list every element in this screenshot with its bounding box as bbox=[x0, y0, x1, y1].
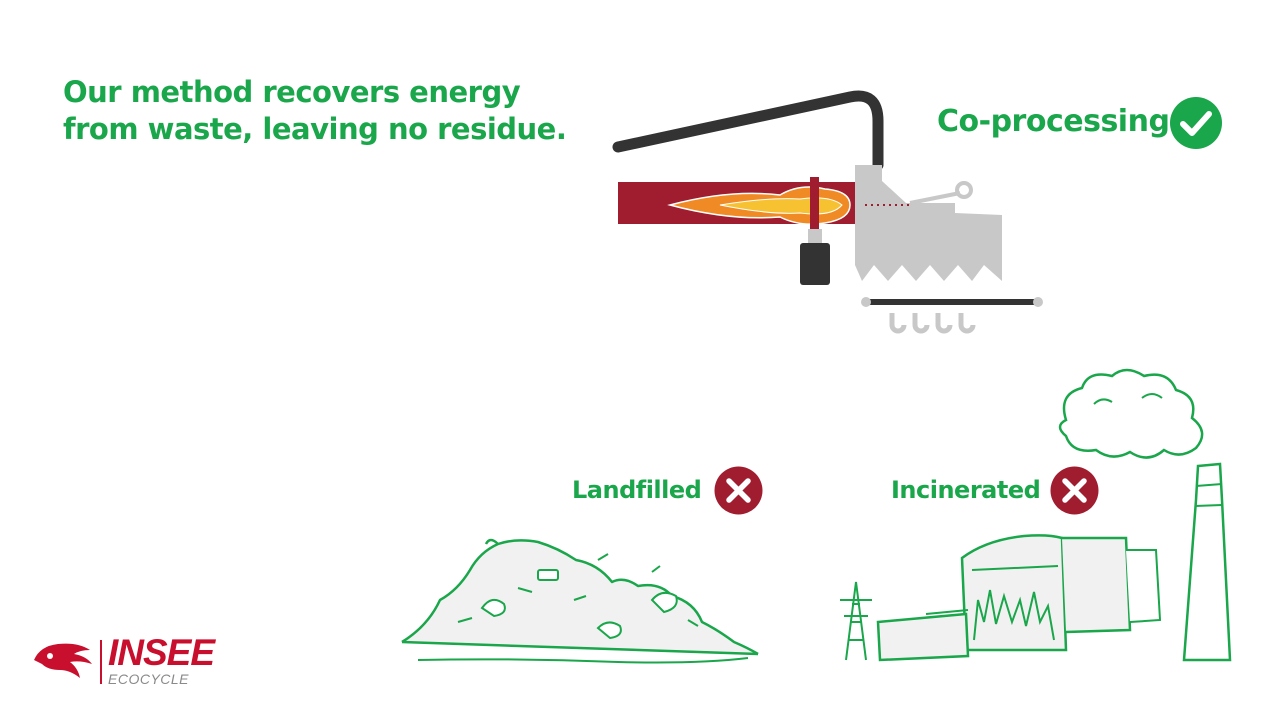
headline-line-2: from waste, leaving no residue. bbox=[63, 112, 567, 146]
logo-brand: INSEE bbox=[108, 632, 215, 673]
landfill-illustration bbox=[401, 538, 759, 664]
eagle-logo-icon bbox=[34, 643, 92, 678]
cross-icon bbox=[1050, 466, 1099, 515]
cement-kiln-illustration bbox=[612, 90, 1043, 334]
incinerated-label: Incinerated bbox=[891, 476, 1041, 504]
co-processing-label: Co-processing bbox=[937, 104, 1170, 139]
headline-line-1: Our method recovers energy bbox=[63, 75, 521, 109]
cross-icon bbox=[714, 466, 763, 515]
check-icon bbox=[1170, 97, 1222, 149]
logo-subtitle: ECOCYCLE bbox=[108, 671, 190, 687]
headline: Our method recovers energy from waste, l… bbox=[63, 74, 583, 148]
landfilled-label: Landfilled bbox=[572, 476, 702, 504]
incinerator-illustration bbox=[840, 368, 1232, 662]
logo-divider bbox=[100, 640, 102, 684]
